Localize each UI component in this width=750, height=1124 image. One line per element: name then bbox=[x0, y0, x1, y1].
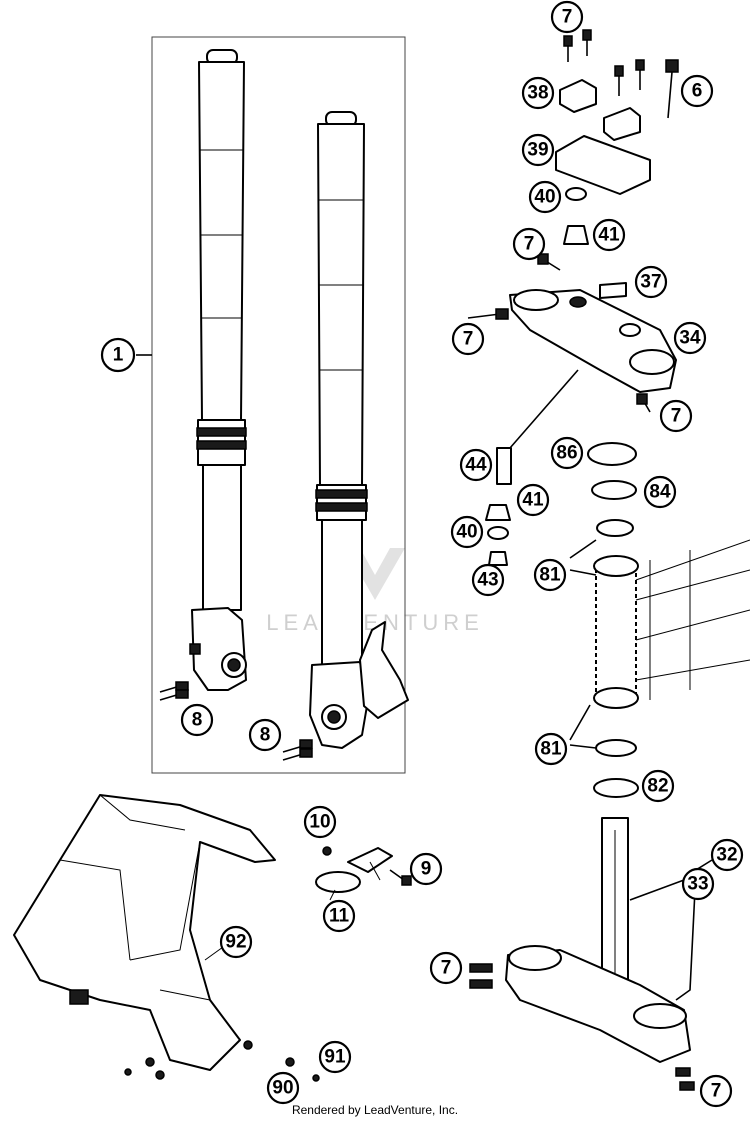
svg-text:8: 8 bbox=[192, 710, 203, 731]
watermark: LEADVENTURE bbox=[266, 548, 479, 635]
svg-text:7: 7 bbox=[671, 406, 682, 427]
clamp-base-39 bbox=[555, 135, 651, 195]
fork-leg-right bbox=[309, 111, 409, 749]
svg-text:40: 40 bbox=[534, 187, 555, 208]
callout-8: 8 bbox=[180, 703, 214, 737]
svg-text:43: 43 bbox=[477, 570, 498, 591]
svg-text:9: 9 bbox=[421, 859, 432, 880]
svg-text:90: 90 bbox=[272, 1078, 293, 1099]
lower-triple-clamp bbox=[469, 817, 695, 1091]
svg-text:92: 92 bbox=[225, 932, 246, 953]
bearing-81-lower bbox=[595, 739, 637, 757]
seal-82 bbox=[593, 778, 639, 798]
callout-44: 44 bbox=[459, 448, 493, 482]
svg-text:81: 81 bbox=[540, 739, 562, 760]
handlebar-clamp-bolts bbox=[563, 29, 679, 119]
callout-37: 37 bbox=[634, 265, 668, 299]
svg-text:11: 11 bbox=[329, 906, 350, 927]
svg-text:33: 33 bbox=[687, 874, 708, 895]
bushing-41-upper bbox=[563, 225, 589, 245]
bushing-41-lower bbox=[485, 504, 511, 521]
svg-text:32: 32 bbox=[716, 845, 737, 866]
brake-line-bracket bbox=[315, 846, 412, 893]
callout-81: 81 bbox=[534, 732, 568, 766]
pin-44 bbox=[496, 447, 512, 485]
svg-text:86: 86 bbox=[556, 443, 577, 464]
svg-text:7: 7 bbox=[524, 234, 535, 255]
callout-7: 7 bbox=[451, 322, 485, 356]
svg-text:44: 44 bbox=[465, 455, 487, 476]
callout-40: 40 bbox=[528, 180, 562, 214]
upper-clamp-b bbox=[603, 107, 641, 141]
callout-81: 81 bbox=[533, 558, 567, 592]
callout-40: 40 bbox=[450, 515, 484, 549]
svg-text:39: 39 bbox=[527, 140, 548, 161]
bolts-8-right bbox=[282, 739, 313, 761]
cover-86 bbox=[587, 442, 637, 466]
svg-text:91: 91 bbox=[324, 1047, 346, 1068]
callout-39: 39 bbox=[521, 133, 555, 167]
upper-clamp-a bbox=[559, 79, 597, 113]
callout-43: 43 bbox=[471, 563, 505, 597]
svg-text:38: 38 bbox=[527, 83, 548, 104]
callout-82: 82 bbox=[641, 769, 675, 803]
svg-text:41: 41 bbox=[522, 490, 544, 511]
svg-text:7: 7 bbox=[711, 1081, 722, 1102]
bearing-81-upper bbox=[596, 519, 634, 537]
svg-text:41: 41 bbox=[598, 225, 620, 246]
callout-84: 84 bbox=[643, 475, 677, 509]
svg-text:81: 81 bbox=[539, 565, 561, 586]
callout-7: 7 bbox=[429, 951, 463, 985]
svg-text:7: 7 bbox=[441, 958, 452, 979]
fork-assembly-box bbox=[151, 36, 406, 774]
svg-text:1: 1 bbox=[113, 345, 124, 366]
callout-41: 41 bbox=[592, 218, 626, 252]
callout-91: 91 bbox=[318, 1040, 352, 1074]
callout-8: 8 bbox=[248, 718, 282, 752]
svg-text:10: 10 bbox=[309, 812, 330, 833]
callout-92: 92 bbox=[219, 925, 253, 959]
front-fender bbox=[13, 794, 320, 1082]
seal-84 bbox=[591, 480, 637, 500]
svg-text:7: 7 bbox=[463, 329, 474, 350]
callout-34: 34 bbox=[673, 321, 707, 355]
svg-text:82: 82 bbox=[647, 776, 668, 797]
callout-33: 33 bbox=[681, 867, 715, 901]
callout-9: 9 bbox=[409, 852, 443, 886]
svg-text:8: 8 bbox=[260, 725, 271, 746]
callout-7: 7 bbox=[512, 227, 546, 261]
footer-credit: Rendered by LeadVenture, Inc. bbox=[291, 1103, 459, 1117]
leader-lines bbox=[136, 354, 713, 1001]
callout-6: 6 bbox=[680, 74, 714, 108]
callout-86: 86 bbox=[550, 436, 584, 470]
upper-triple-clamp bbox=[467, 253, 677, 449]
svg-text:34: 34 bbox=[679, 328, 701, 349]
svg-text:7: 7 bbox=[562, 7, 573, 28]
callout-1: 1 bbox=[100, 337, 136, 373]
fork-leg-left bbox=[189, 49, 247, 691]
callout-90: 90 bbox=[266, 1071, 300, 1105]
callout-7: 7 bbox=[699, 1074, 733, 1108]
callout-7: 7 bbox=[659, 399, 693, 433]
frame-head-tube bbox=[593, 539, 750, 709]
callout-11: 11 bbox=[322, 899, 356, 933]
callout-10: 10 bbox=[303, 805, 337, 839]
washer-40-upper bbox=[565, 187, 587, 201]
callout-7: 7 bbox=[550, 0, 584, 34]
callout-41: 41 bbox=[516, 483, 550, 517]
bolts-8-left bbox=[159, 681, 189, 701]
nut-43 bbox=[488, 551, 508, 566]
washer-40-lower bbox=[487, 526, 509, 540]
svg-text:84: 84 bbox=[649, 482, 671, 503]
callout-38: 38 bbox=[521, 76, 555, 110]
svg-text:40: 40 bbox=[456, 522, 477, 543]
svg-text:37: 37 bbox=[640, 272, 661, 293]
svg-text:6: 6 bbox=[692, 81, 703, 102]
callout-32: 32 bbox=[710, 838, 744, 872]
